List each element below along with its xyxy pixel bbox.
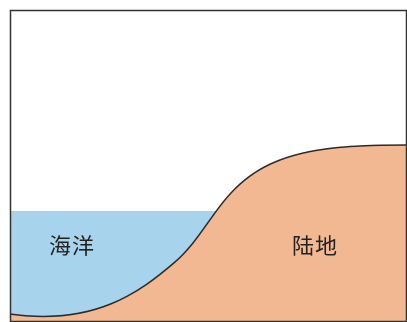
land-label: 陆地 <box>292 235 339 260</box>
sea-label: 海洋 <box>49 235 96 260</box>
coastline <box>9 144 407 318</box>
land-area <box>10 145 407 322</box>
